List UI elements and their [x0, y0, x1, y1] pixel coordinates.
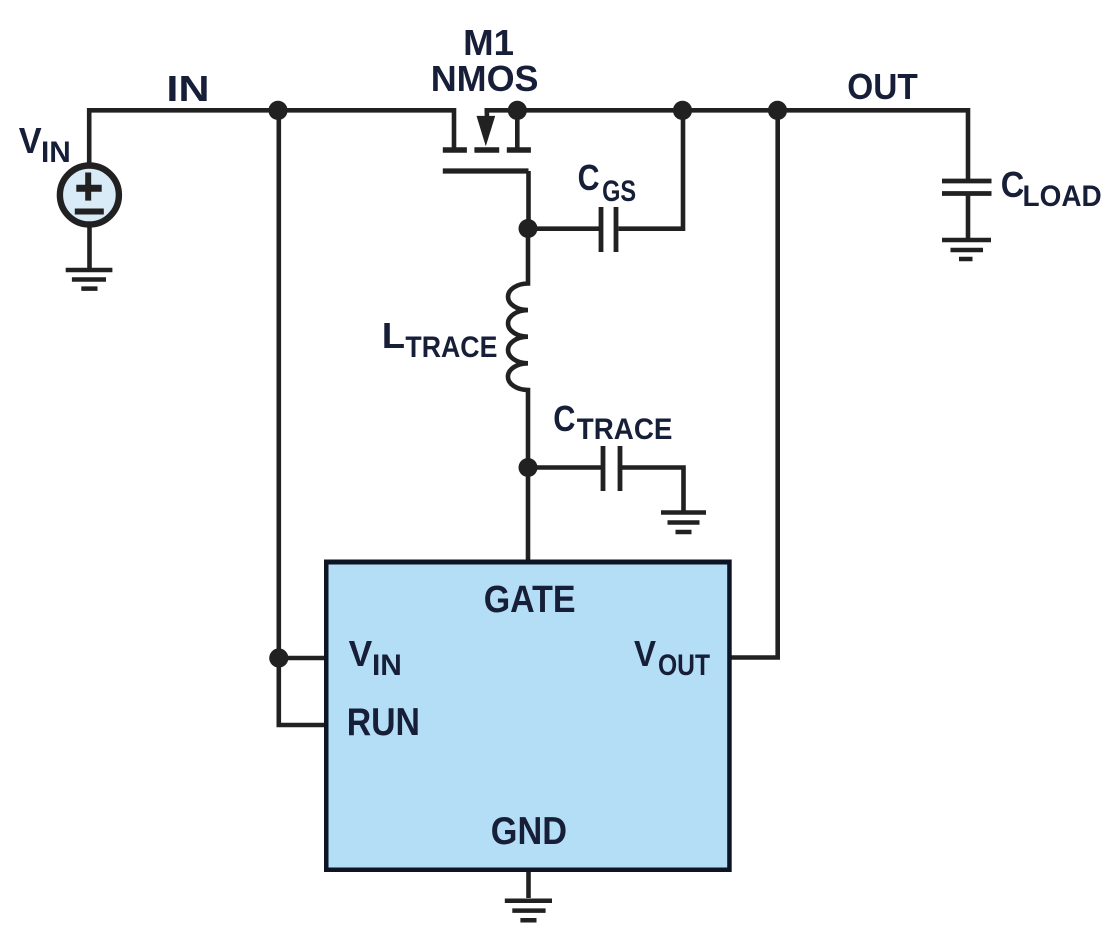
svg-text:TRACE: TRACE [577, 413, 673, 446]
svg-text:OUT: OUT [658, 649, 710, 682]
svg-text:RUN: RUN [347, 701, 420, 744]
svg-text:C: C [578, 157, 600, 198]
svg-text:M1: M1 [463, 22, 514, 63]
svg-text:TRACE: TRACE [405, 331, 497, 364]
svg-text:L: L [382, 315, 405, 356]
svg-text:V: V [634, 633, 656, 674]
svg-text:GND: GND [491, 810, 567, 853]
svg-text:GS: GS [602, 175, 636, 208]
svg-text:LOAD: LOAD [1023, 180, 1102, 213]
svg-text:V: V [349, 633, 373, 674]
svg-text:GATE: GATE [484, 579, 576, 621]
svg-text:IN: IN [41, 136, 71, 169]
svg-text:C: C [1001, 164, 1025, 205]
svg-text:IN: IN [372, 649, 402, 682]
svg-text:IN: IN [166, 68, 209, 109]
svg-text:V: V [19, 120, 42, 161]
svg-text:OUT: OUT [847, 66, 918, 107]
svg-text:NMOS: NMOS [431, 58, 539, 99]
svg-text:C: C [553, 398, 575, 439]
